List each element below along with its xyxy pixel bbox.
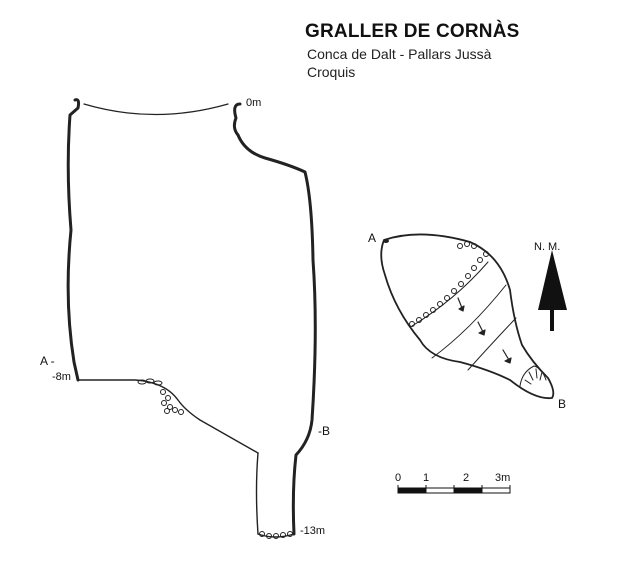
scale-tick-3: 3m bbox=[495, 472, 511, 484]
plan-rubble-band bbox=[409, 241, 489, 327]
section-rubble bbox=[137, 378, 293, 539]
plan-marker-a: A bbox=[368, 231, 377, 245]
scale-tick-2: 2 bbox=[463, 472, 470, 484]
north-arrow bbox=[538, 250, 567, 331]
section-right-wall bbox=[232, 102, 317, 536]
section-entrance-line bbox=[83, 103, 229, 116]
survey-title: GRALLER DE CORNÀS bbox=[305, 21, 520, 42]
plan-slope-arrows bbox=[457, 297, 512, 364]
plan-slope-arc-3 bbox=[467, 317, 517, 371]
plan-slope-arc-2 bbox=[431, 284, 507, 359]
section-marker-b: -B bbox=[318, 424, 330, 438]
scale-bar bbox=[397, 485, 511, 494]
north-label: N. M. bbox=[534, 241, 561, 253]
scale-tick-1: 1 bbox=[423, 472, 430, 484]
section-floor bbox=[77, 379, 259, 454]
scale-tick-0: 0 bbox=[395, 472, 402, 484]
depth-label-top: 0m bbox=[246, 97, 262, 109]
section-shaft-left bbox=[255, 452, 259, 535]
section-shaft-bottom bbox=[257, 533, 295, 538]
section-marker-a: A - bbox=[40, 354, 55, 368]
section-left-wall bbox=[66, 98, 81, 382]
plan-boulder-fan bbox=[519, 365, 547, 387]
north-arrow-shaft bbox=[550, 309, 554, 331]
plan-outline bbox=[380, 233, 555, 400]
depth-label-bottom: -13m bbox=[300, 525, 326, 537]
section-view bbox=[66, 98, 317, 539]
plan-view bbox=[380, 233, 555, 400]
sketch-note: Croquis bbox=[307, 64, 356, 80]
north-arrow-head bbox=[538, 250, 567, 310]
depth-label-mid: -8m bbox=[52, 371, 71, 383]
plan-marker-b: B bbox=[558, 397, 567, 411]
plan-marker-a-dot bbox=[383, 239, 389, 243]
survey-location: Conca de Dalt - Pallars Jussà bbox=[307, 46, 492, 62]
